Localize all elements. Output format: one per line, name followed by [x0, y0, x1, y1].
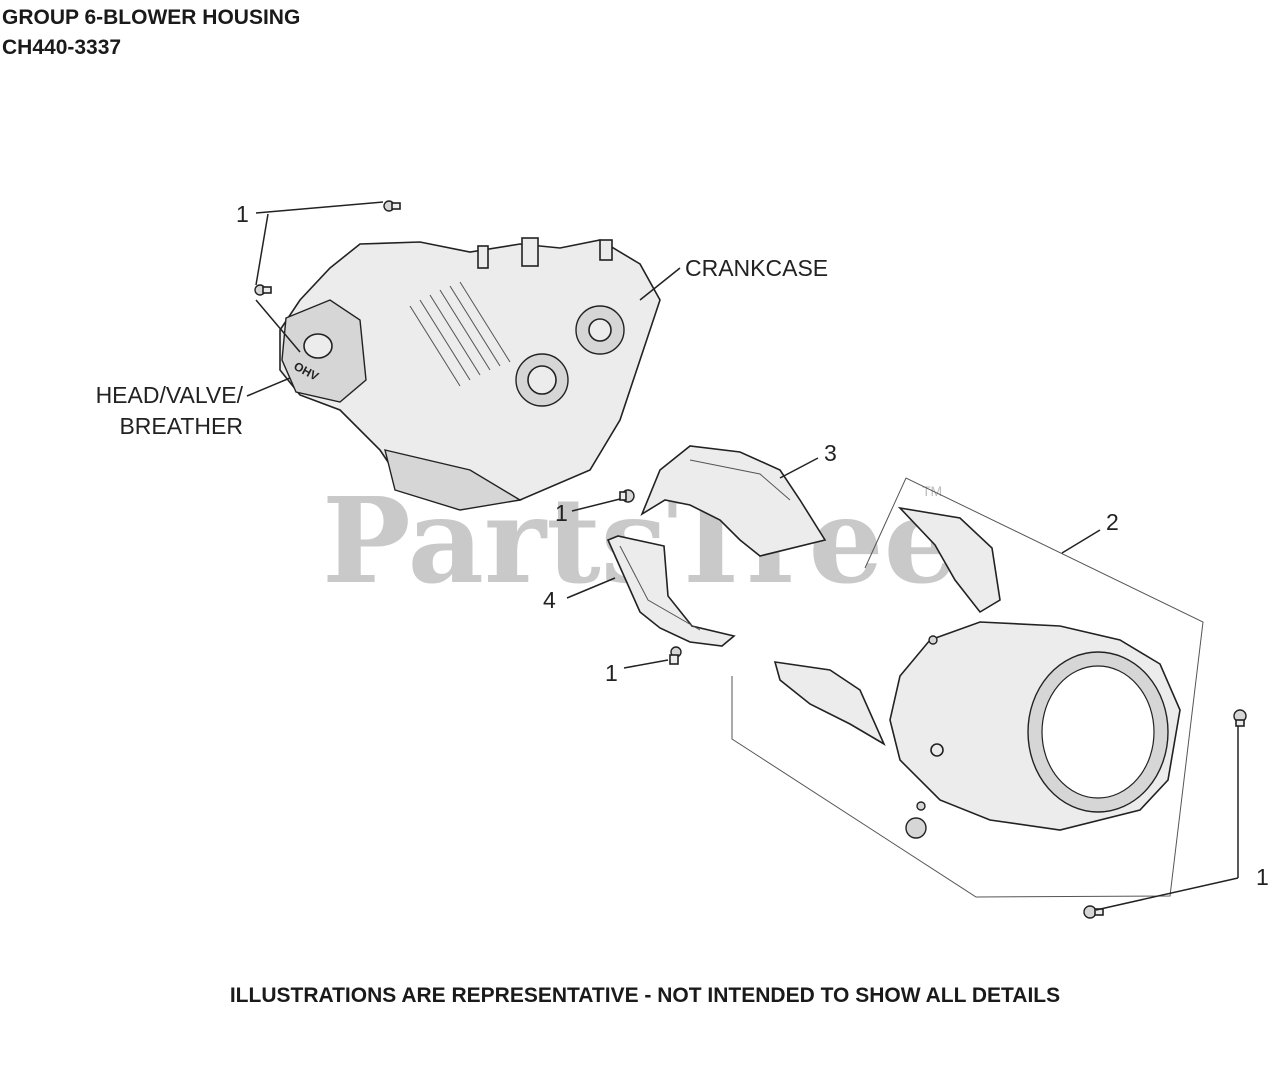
side-guide: [773, 661, 886, 746]
screw-icon: [1233, 709, 1247, 727]
callout-1-lower: 1: [605, 660, 618, 686]
screw-icon: [619, 489, 635, 503]
callout-1-right: 1: [1256, 864, 1269, 890]
callout-4: 4: [543, 587, 556, 613]
callout-1-top: 1: [236, 201, 249, 227]
screw-icon: [1083, 905, 1104, 919]
breather-cap: [303, 333, 333, 359]
crankcase-label: CRANKCASE: [685, 255, 828, 281]
callout-3: 3: [824, 440, 837, 466]
head-valve-label: HEAD/VALVE/: [96, 382, 244, 408]
callout-1-mid: 1: [555, 500, 568, 526]
engine-illustration: OHV: [279, 237, 661, 511]
screw-icon: [383, 200, 401, 212]
screw-icon: [254, 284, 272, 296]
grommet: [905, 817, 927, 839]
part-2-group-outline: [731, 477, 1204, 898]
engine-base: [384, 449, 522, 511]
diagram-title: GROUP 6-BLOWER HOUSING: [2, 6, 301, 29]
breather-label: BREATHER: [119, 413, 243, 439]
blower-shroud-plate: [897, 506, 1001, 614]
model-number: CH440-3337: [2, 36, 122, 59]
disclaimer-footer: ILLUSTRATIONS ARE REPRESENTATIVE - NOT I…: [229, 984, 1061, 1007]
part-4-baffle: [606, 535, 736, 647]
governor-lever: [521, 237, 539, 267]
part-3-air-guide: [640, 445, 827, 557]
callout-2: 2: [1106, 509, 1119, 535]
screw-icon: [669, 646, 682, 665]
cylinder-fins: [409, 281, 511, 387]
